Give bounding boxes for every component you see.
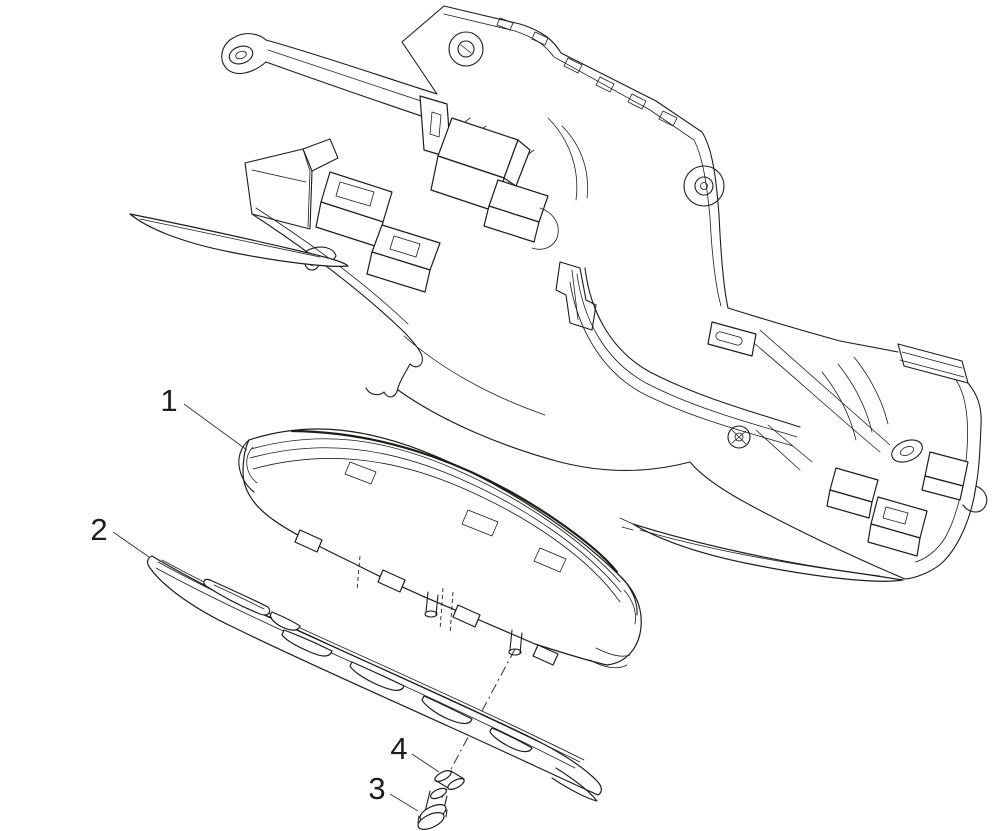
grommet-icon [683, 165, 725, 207]
callout-3-leader [389, 793, 419, 812]
gasket-drawing [146, 555, 602, 802]
callout-1-leader [183, 403, 248, 451]
callout-2-label: 2 [90, 512, 107, 547]
washer-drawing [434, 770, 465, 790]
cover-screw-boss-icon [727, 425, 751, 449]
instrument-cluster-drawing [238, 428, 642, 669]
grommet-icon [448, 31, 484, 67]
screw-drawing [417, 787, 448, 830]
handlebar-cover-drawing [129, 5, 988, 582]
callout-4-leader [411, 753, 440, 773]
callout-3-label: 3 [368, 771, 385, 806]
callouts: 1 2 3 4 [90, 383, 440, 812]
callout-1-label: 1 [160, 383, 177, 418]
callout-2-leader [112, 531, 150, 558]
callout-4-label: 4 [390, 731, 407, 766]
